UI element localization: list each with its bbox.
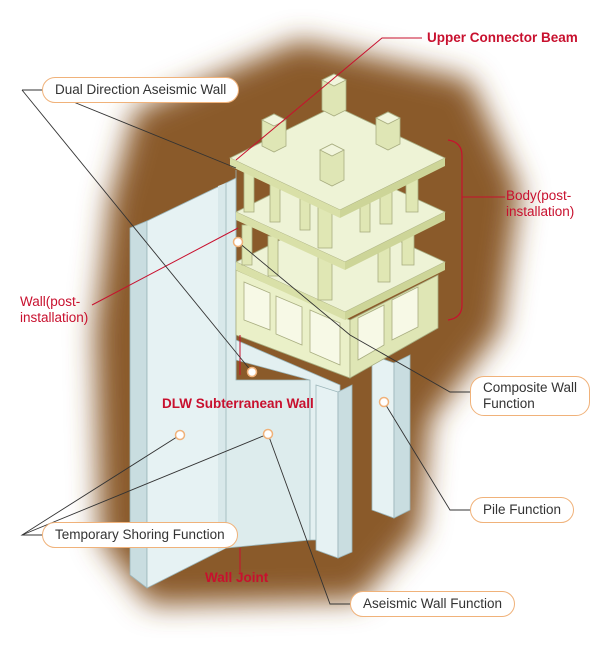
body-lower-cells bbox=[243, 281, 419, 366]
label-body-line2: installation) bbox=[506, 204, 575, 219]
label-wall: Wall(post- installation) bbox=[20, 294, 88, 326]
top-columns bbox=[261, 73, 401, 187]
red-leaders bbox=[91, 37, 422, 572]
label-composite-wall-function: Composite Wall Function bbox=[470, 376, 591, 416]
label-aseismic-wall-function: Aseismic Wall Function bbox=[350, 591, 516, 617]
label-dual-direction-wall: Dual Direction Aseismic Wall bbox=[42, 77, 240, 103]
label-composite-line1: Composite Wall bbox=[483, 380, 578, 395]
marker-temporary bbox=[174, 429, 186, 441]
label-body-line1: Body(post- bbox=[506, 188, 572, 203]
label-composite-line2: Function bbox=[483, 396, 535, 411]
point-markers bbox=[174, 236, 390, 441]
label-wall-line2: installation) bbox=[20, 310, 89, 325]
label-wall-line1: Wall(post- bbox=[20, 294, 81, 309]
marker-dual-wall bbox=[246, 366, 258, 378]
slab-1-side bbox=[340, 158, 445, 218]
label-dlw-subterranean-wall: DLW Subterranean Wall bbox=[162, 396, 314, 411]
label-body: Body(post- installation) bbox=[506, 188, 574, 220]
pile-right bbox=[371, 354, 395, 519]
marker-body bbox=[232, 236, 244, 248]
slab-3-front bbox=[236, 262, 345, 320]
label-temporary-shoring-function: Temporary Shoring Function bbox=[42, 522, 238, 548]
marker-pile bbox=[378, 396, 390, 408]
slab-2-front bbox=[236, 212, 345, 270]
pile-front-left-side bbox=[337, 384, 353, 559]
slab-1-front bbox=[230, 158, 340, 218]
lower-wall bbox=[235, 339, 341, 541]
black-leaders bbox=[20, 89, 472, 605]
marker-aseismic bbox=[262, 428, 274, 440]
label-pile-function: Pile Function bbox=[470, 497, 575, 523]
body-bracket bbox=[447, 139, 463, 321]
pile-right-side bbox=[393, 354, 411, 519]
slab-2-side bbox=[345, 212, 445, 270]
slab-3-side bbox=[345, 262, 445, 320]
label-wall-joint: Wall Joint bbox=[205, 570, 269, 585]
wall-joint-seam bbox=[218, 183, 226, 552]
pile-front-left bbox=[315, 384, 339, 559]
label-upper-connector-beam: Upper Connector Beam bbox=[427, 30, 578, 45]
